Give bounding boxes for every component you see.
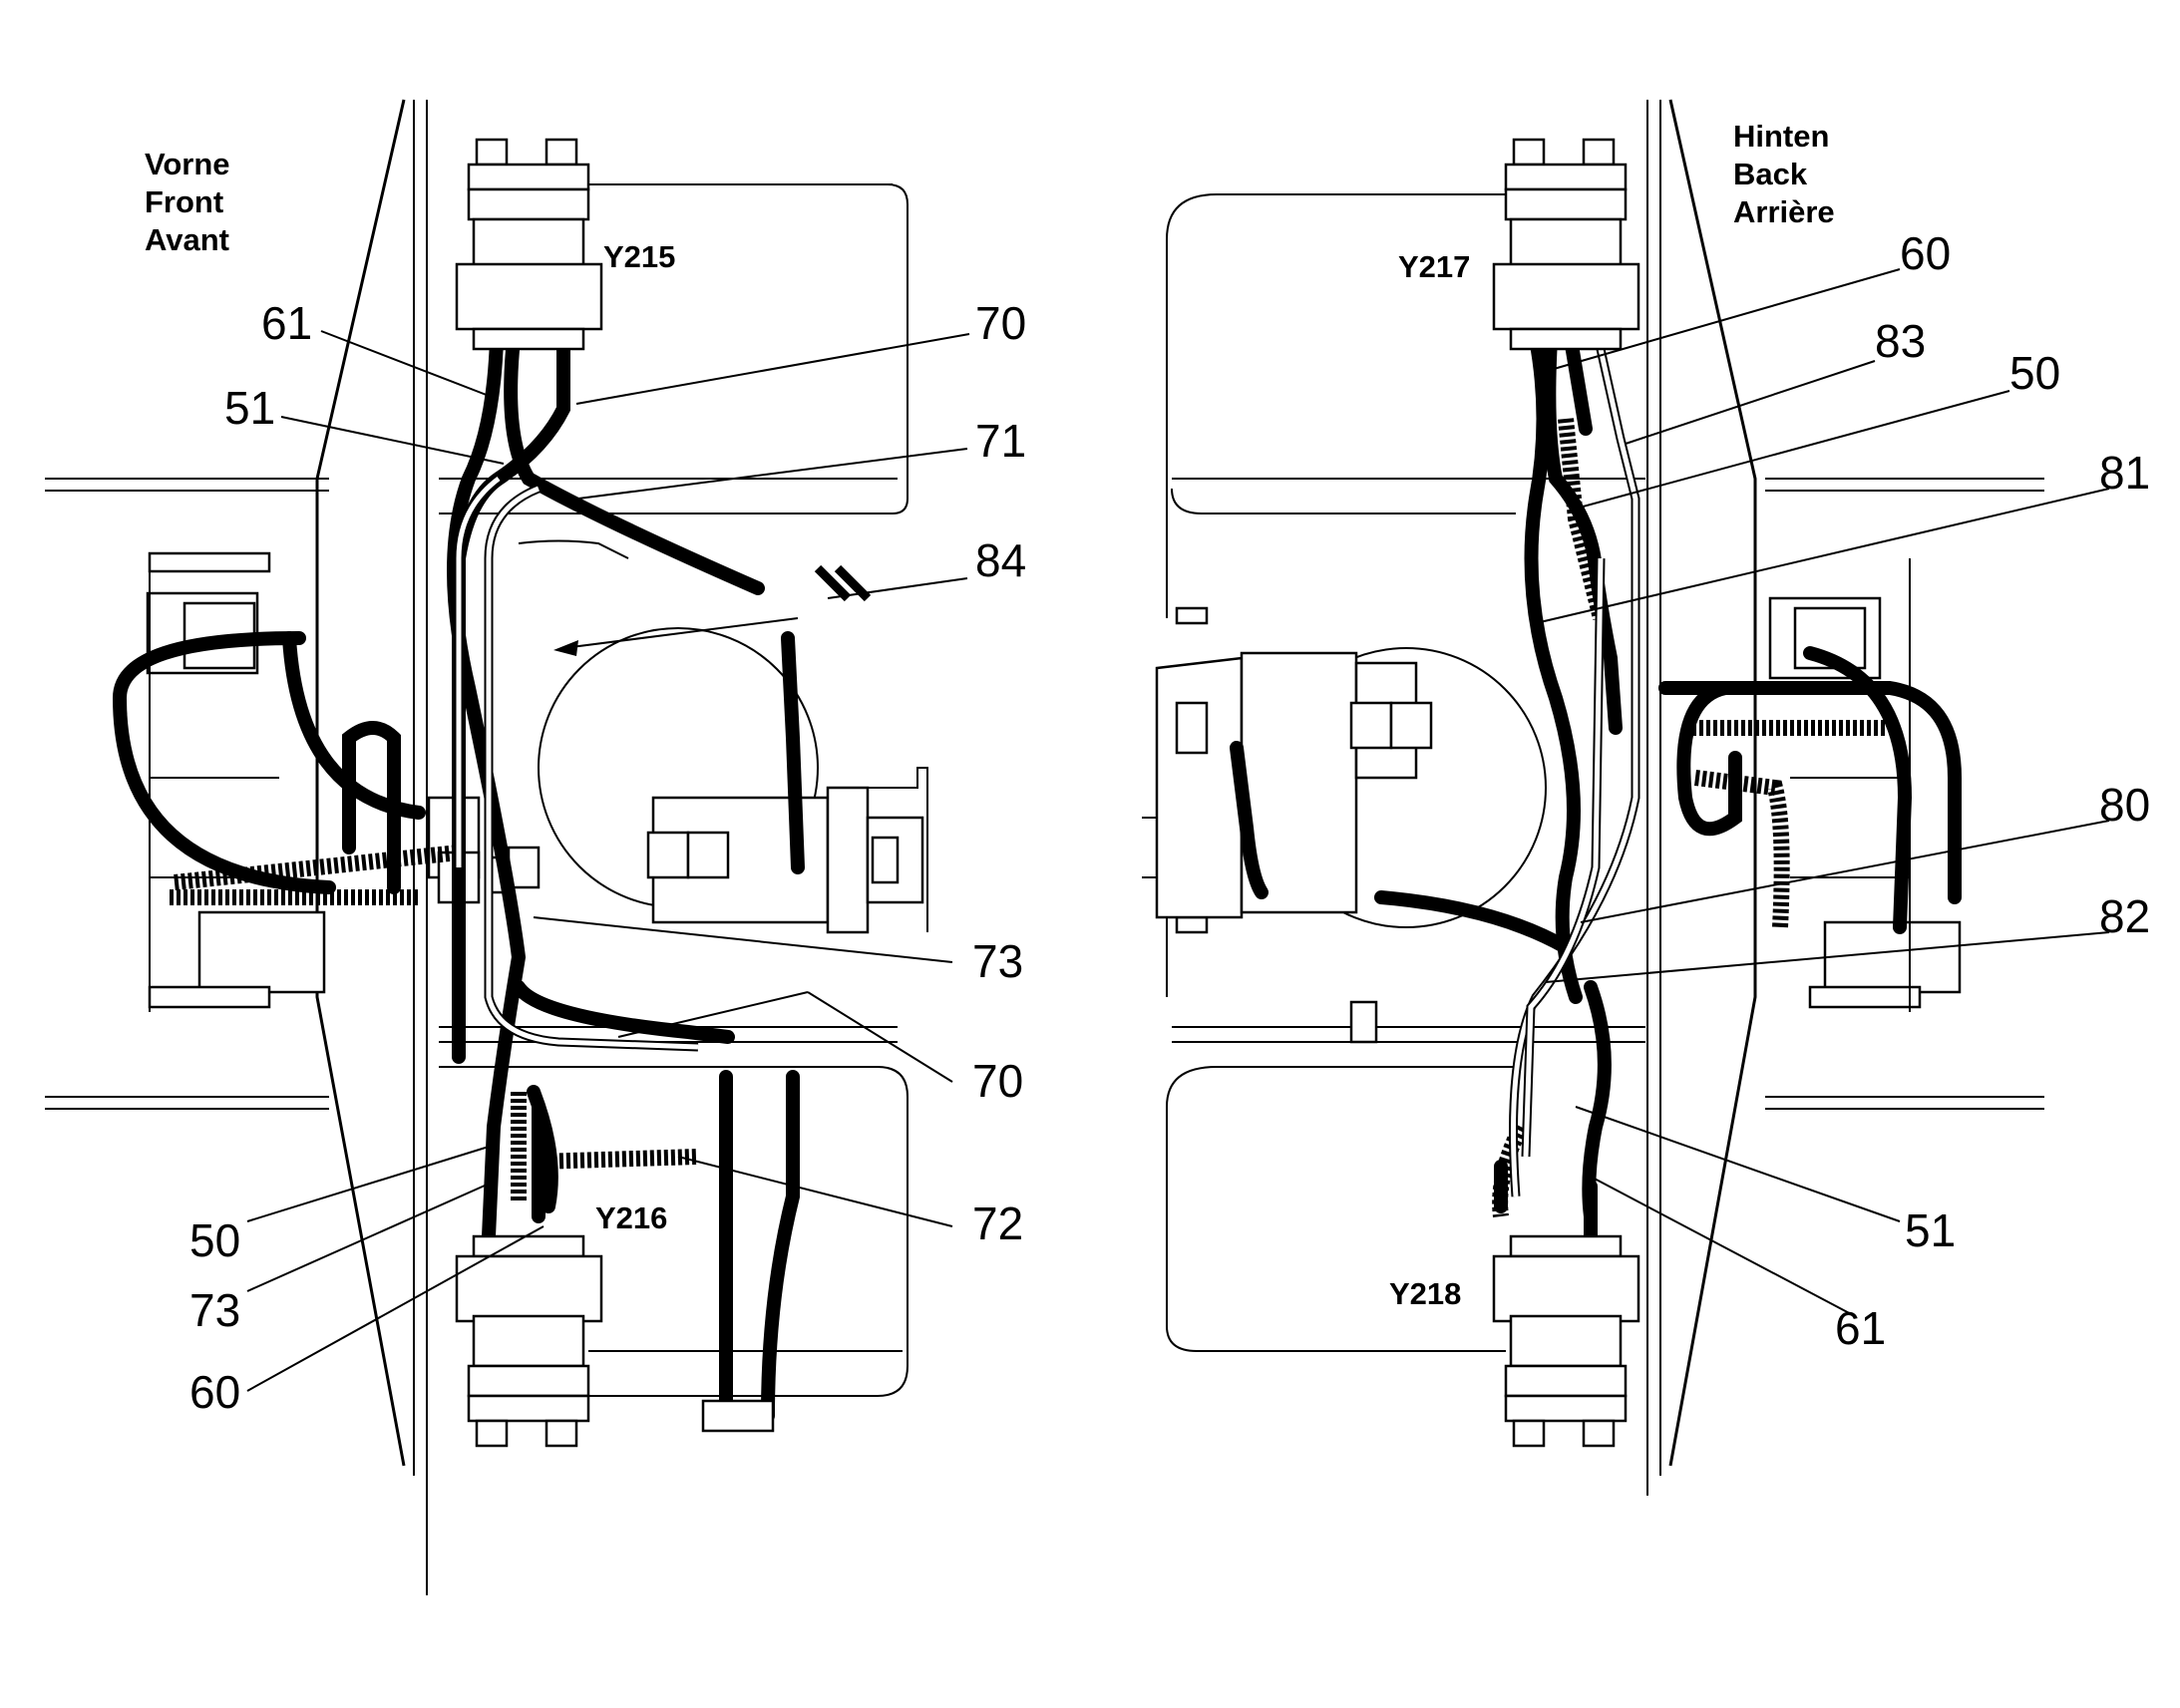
valve-y216 <box>455 1234 775 1448</box>
back-tank <box>1166 193 1547 1352</box>
valve-label-y216: Y216 <box>595 1200 667 1235</box>
front-assembly: Vorne Front Avant Y215 Y216 61 51 70 71 … <box>45 99 1026 1595</box>
callout-81: 81 <box>2099 447 2150 499</box>
valve-label-y218: Y218 <box>1389 1276 1461 1311</box>
callout-73-front-left: 73 <box>189 1284 240 1336</box>
valve-label-y217: Y217 <box>1398 249 1470 284</box>
front-pump <box>646 767 928 934</box>
callout-50-back: 50 <box>2009 347 2060 399</box>
direction-front-fr: Avant <box>145 222 229 257</box>
callout-60-back: 60 <box>1900 227 1951 279</box>
callout-83: 83 <box>1875 315 1926 367</box>
direction-back-de: Hinten <box>1733 119 1829 154</box>
callout-50-front: 50 <box>189 1214 240 1266</box>
front-leaders <box>246 330 970 1392</box>
back-assembly: Hinten Back Arrière Y217 Y218 60 83 50 8… <box>1142 99 2150 1496</box>
callout-73-front-right: 73 <box>972 935 1023 987</box>
callout-70-front-mid: 70 <box>972 1055 1023 1107</box>
back-pump <box>1142 651 1433 919</box>
callout-70-front-top: 70 <box>975 297 1026 349</box>
callout-60-front: 60 <box>189 1366 240 1418</box>
callout-61-back: 61 <box>1835 1302 1886 1354</box>
back-frame <box>1172 99 2044 1496</box>
back-side-valves <box>1768 558 1962 1012</box>
direction-front-en: Front <box>145 184 223 219</box>
back-leaders <box>1535 268 2110 1317</box>
callout-51-front: 51 <box>224 382 275 434</box>
direction-front-de: Vorne <box>145 147 230 181</box>
direction-back-fr: Arrière <box>1733 194 1835 229</box>
callout-84: 84 <box>975 534 1026 586</box>
callout-80: 80 <box>2099 779 2150 831</box>
front-direction-label: Vorne Front Avant <box>145 147 230 257</box>
callout-71: 71 <box>975 415 1026 467</box>
flow-arrow-84 <box>553 617 799 656</box>
front-tank <box>439 183 908 1397</box>
back-hoses <box>1230 332 1962 1243</box>
valve-y215 <box>455 138 603 351</box>
callout-61-front: 61 <box>261 297 312 349</box>
direction-back-en: Back <box>1733 157 1808 191</box>
front-hoses <box>112 332 872 1423</box>
callout-51-back: 51 <box>1905 1204 1956 1256</box>
valve-y218 <box>1492 1234 1640 1448</box>
back-direction-label: Hinten Back Arrière <box>1733 119 1835 229</box>
valve-label-y215: Y215 <box>603 239 675 274</box>
valve-y217 <box>1492 138 1640 351</box>
callout-72: 72 <box>972 1197 1023 1249</box>
callout-82: 82 <box>2099 890 2150 942</box>
